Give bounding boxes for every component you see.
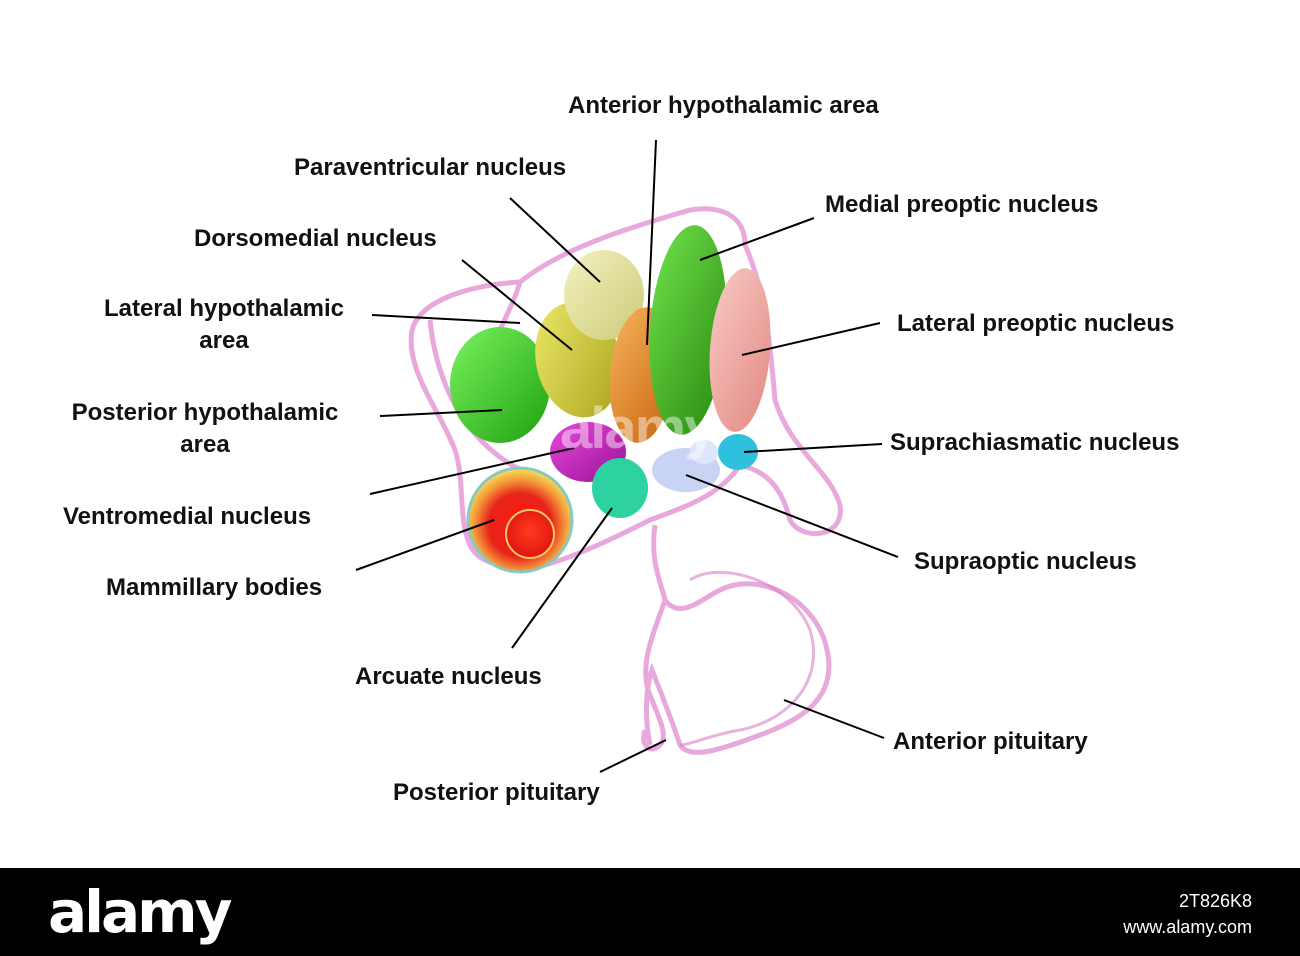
site-url: www.alamy.com [1123,917,1252,937]
line-lateral-hypothalamic [371,314,521,324]
label-ventromedial-nucleus: Ventromedial nucleus [63,503,312,530]
label-paraventricular-nucleus: Paraventricular nucleus [294,154,567,181]
supraoptic-nucleus-highlight [690,440,718,464]
label-posterior-hypothalamic-line2: area [180,431,230,458]
label-anterior-hypothalamic-area: Anterior hypothalamic area [568,92,879,119]
leader-lines [355,139,899,773]
line-suprachiasmatic [743,443,883,453]
line-supraoptic [685,474,899,558]
line-medial-preoptic [699,217,815,261]
label-medial-preoptic-nucleus: Medial preoptic nucleus [825,191,1099,218]
label-lateral-preoptic-nucleus: Lateral preoptic nucleus [897,310,1175,337]
line-lateral-preoptic [741,322,881,356]
posterior-hypothalamic-area-shape [450,327,550,443]
paraventricular-nucleus-shape [564,250,644,340]
label-posterior-hypothalamic-area: Posterior hypothalamic area [52,397,358,461]
alamy-watermark: alamy [560,396,716,461]
label-dorsomedial-nucleus: Dorsomedial nucleus [194,225,437,252]
lateral-preoptic-nucleus-shape [709,268,771,432]
mammillary-body-inner [505,509,555,559]
line-dorsomedial [461,259,573,351]
line-posterior-pituitary [599,739,667,773]
line-posterior-hypothalamic [379,409,503,417]
label-mammillary-bodies: Mammillary bodies [106,574,323,601]
label-lateral-hypothalamic-line2: area [199,327,249,354]
line-anterior-pituitary [783,699,885,739]
image-id: 2T826K8 [1178,891,1252,911]
label-supraoptic-nucleus: Supraoptic nucleus [914,548,1137,575]
label-lateral-hypothalamic-area: Lateral hypothalamic area [86,293,362,357]
line-anterior-hypothalamic [646,139,657,346]
label-posterior-hypothalamic-line1: Posterior hypothalamic [71,399,339,426]
line-ventromedial [369,447,575,495]
arcuate-nucleus-shape [592,458,648,518]
label-posterior-pituitary: Posterior pituitary [393,779,600,806]
line-paraventricular [509,197,601,283]
label-anterior-pituitary: Anterior pituitary [893,728,1088,755]
image-meta: 2T826K8 www.alamy.com [1123,888,1252,940]
label-lateral-hypothalamic-line1: Lateral hypothalamic [103,295,345,322]
hypothalamus-diagram: alamy Anterior hypothalamic area Paraven… [52,92,1180,806]
hypothalamus-illustration [355,139,899,773]
alamy-logo: alamy [48,878,232,946]
label-suprachiasmatic-nucleus: Suprachiasmatic nucleus [890,429,1180,456]
label-arcuate-nucleus: Arcuate nucleus [355,663,542,690]
line-arcuate [511,507,613,649]
medial-preoptic-nucleus-shape [649,225,727,435]
stock-footer-bar: alamy 2T826K8 www.alamy.com [0,868,1300,956]
line-mammillary [355,519,495,571]
suprachiasmatic-nucleus-shape [718,434,758,470]
